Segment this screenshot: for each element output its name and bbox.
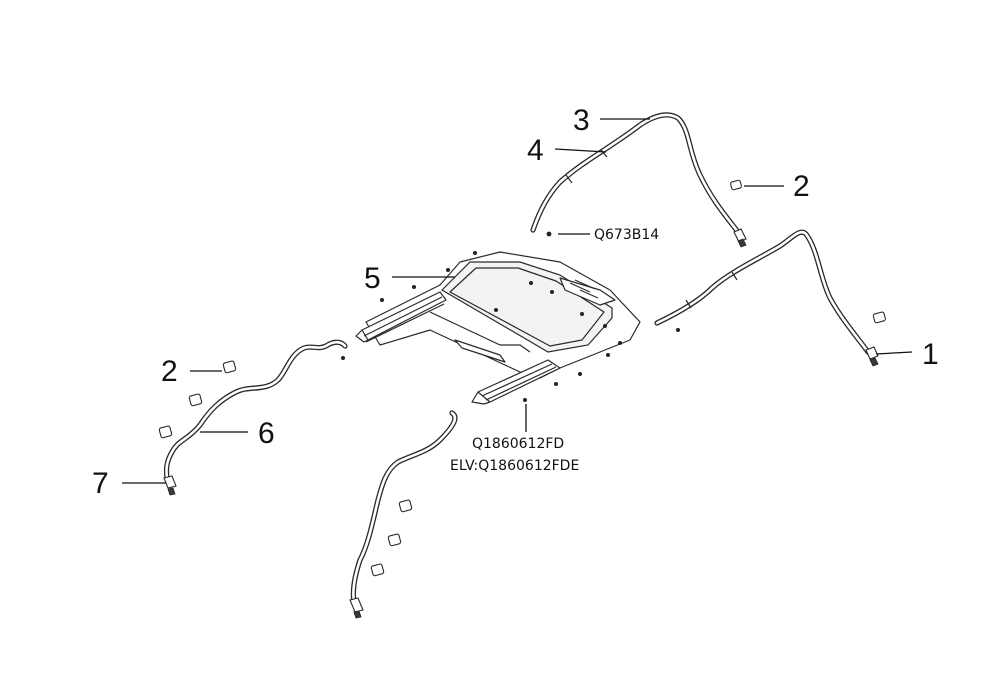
- frame-screws: [380, 231, 622, 402]
- part-code-screw: Q1860612FD: [472, 436, 564, 452]
- leader-lines: [122, 118, 913, 484]
- drain-hose-left: [163, 339, 348, 496]
- callout-2-left: 2: [161, 355, 178, 388]
- callout-4: 4: [527, 134, 544, 167]
- callout-6: 6: [258, 417, 275, 450]
- clip-fitting-left-2: [158, 425, 173, 439]
- drain-hose-center: [349, 410, 458, 619]
- clip-fitting-right-top: [730, 179, 742, 191]
- sunroof-frame-assembly: [355, 251, 641, 405]
- callout-2-right: 2: [793, 170, 810, 203]
- drain-hose-right: [654, 229, 879, 367]
- callout-5: 5: [364, 262, 381, 295]
- drain-hose-upper: [530, 112, 747, 248]
- part-code-screw-elv: ELV:Q1860612FDE: [450, 458, 579, 474]
- clip-fitting-center-3: [370, 563, 385, 577]
- part-code-clip: Q673B14: [594, 227, 659, 243]
- clip-fitting-left-1: [188, 393, 203, 407]
- callout-7: 7: [92, 467, 109, 500]
- clip-fitting-center-2: [387, 533, 402, 547]
- clip-fitting-right: [872, 311, 886, 324]
- clip-fitting-left-top: [222, 360, 237, 374]
- clip-fitting-center-1: [398, 499, 413, 513]
- callout-1: 1: [922, 338, 939, 371]
- callout-3: 3: [573, 104, 590, 137]
